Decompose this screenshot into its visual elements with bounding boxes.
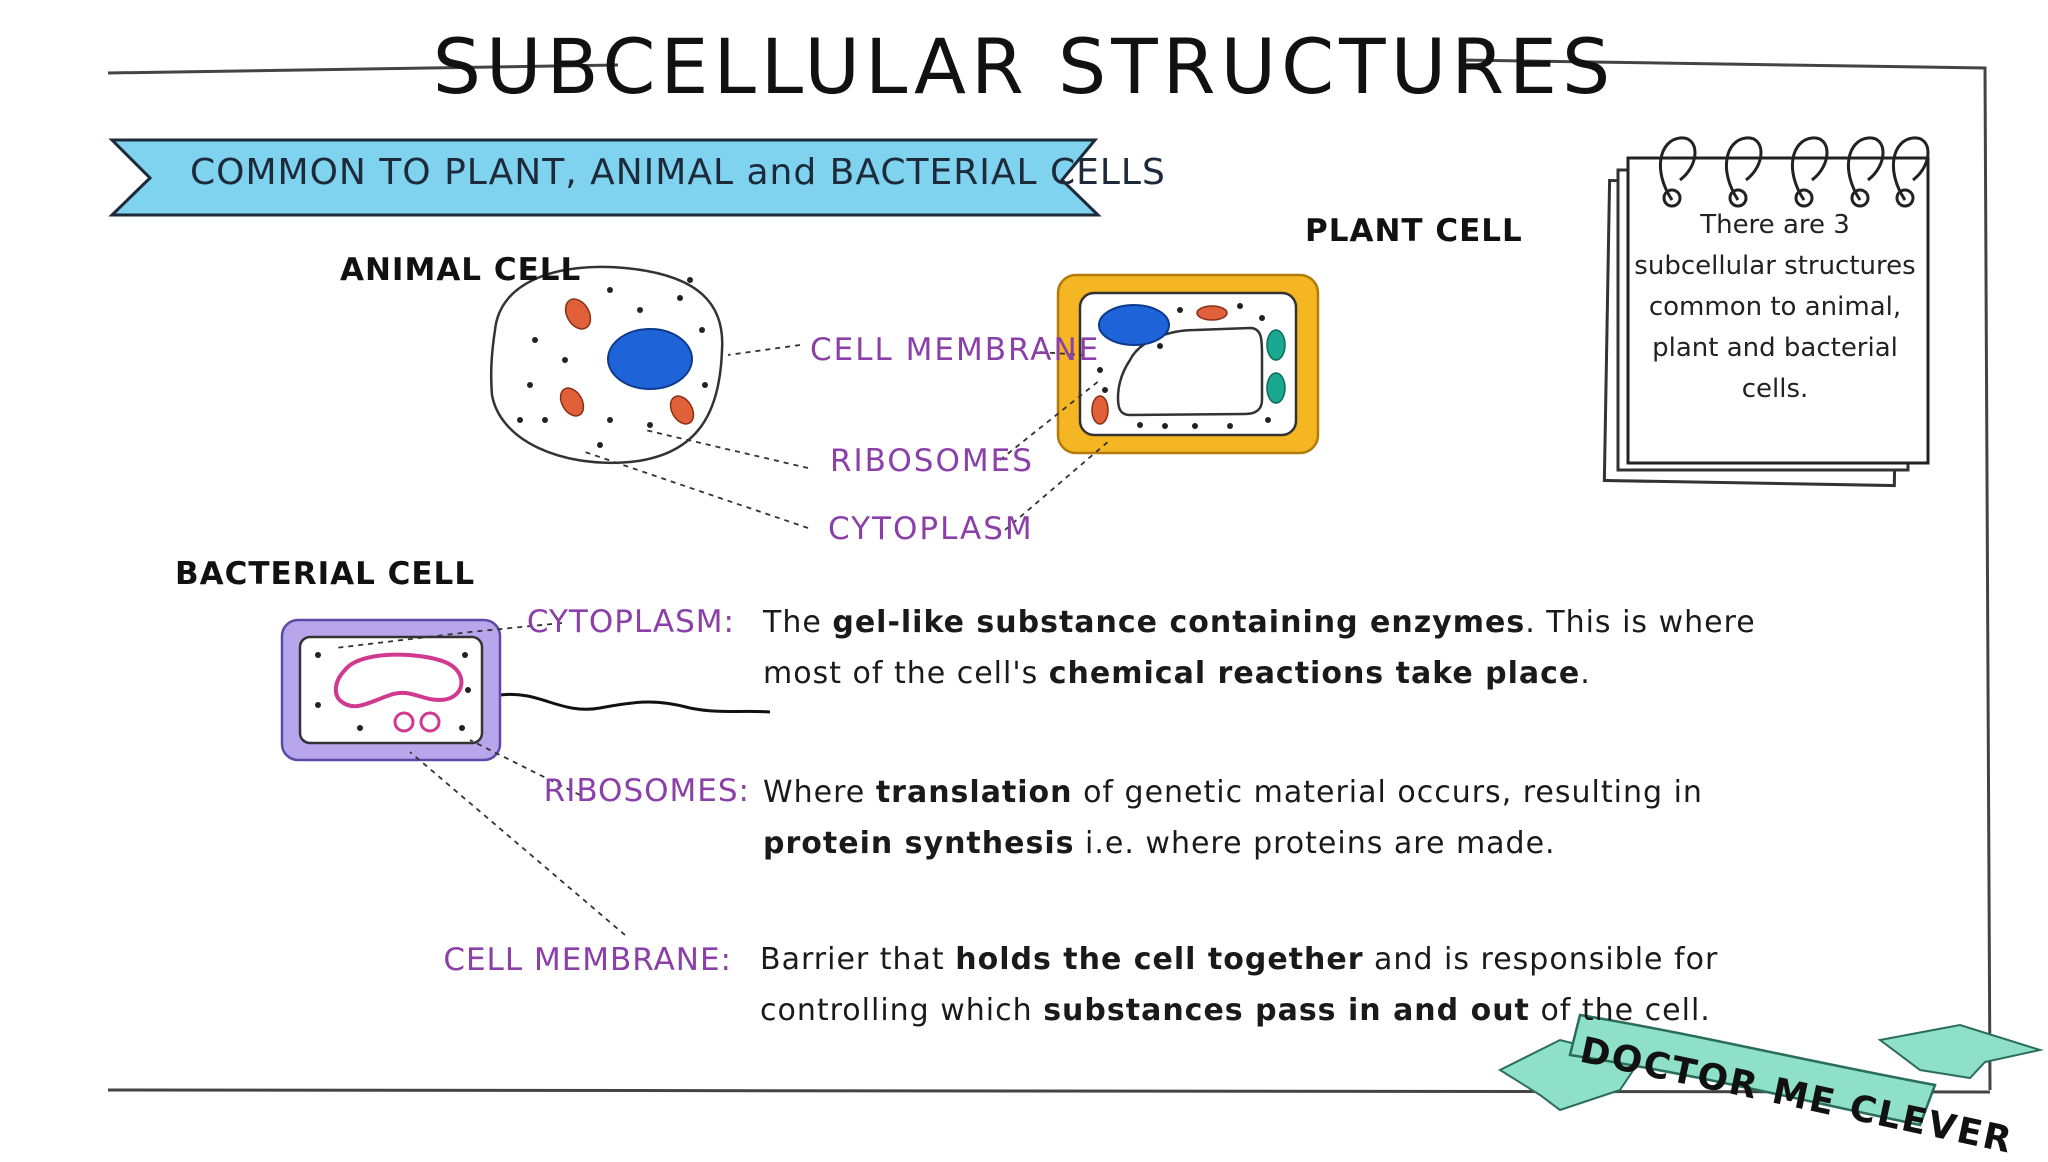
label-cytoplasm: CYTOPLASM [828, 511, 1034, 547]
bacterial-flagellum [500, 694, 770, 712]
bacterial-cell [282, 620, 770, 760]
definition-text-part: Where [763, 775, 876, 810]
definition-text: Barrier that holds the cell together and… [760, 934, 1840, 1036]
definition-text-emphasis: holds the cell together [955, 942, 1363, 977]
plant-nucleus [1099, 305, 1169, 345]
definition-text-emphasis: translation [876, 775, 1073, 810]
definition-text-part: The [763, 605, 832, 640]
plant-chloroplast [1267, 330, 1285, 360]
notepad-text: There are 3 subcellular structures commo… [1630, 205, 1920, 410]
animal-cell [491, 267, 722, 463]
plant-mitochondrion [1092, 396, 1108, 424]
animal-nucleus [608, 329, 692, 389]
definition-term: CELL MEMBRANE: [392, 942, 732, 978]
definition-text-emphasis: gel-like substance containing enzymes [832, 605, 1525, 640]
plant-mitochondrion [1197, 306, 1227, 320]
definition-text-part: i.e. where proteins are made. [1074, 826, 1555, 861]
definition-text-emphasis: substances pass in and out [1043, 993, 1530, 1028]
definition-text-part: . [1580, 656, 1591, 691]
label-cell-membrane: CELL MEMBRANE [810, 332, 1100, 368]
definition-text-emphasis: chemical reactions take place [1049, 656, 1581, 691]
definition-text-emphasis: protein synthesis [763, 826, 1074, 861]
label-ribosomes: RIBOSOMES [830, 443, 1034, 479]
banner-title: COMMON TO PLANT, ANIMAL and BACTERIAL CE… [190, 152, 1166, 193]
definition-term: CYTOPLASM: [395, 604, 735, 640]
plant-chloroplast [1267, 373, 1285, 403]
definition-text-part: of the cell. [1530, 993, 1711, 1028]
plant-cell-title: PLANT CELL [1305, 213, 1523, 249]
bacterial-cell-title: BACTERIAL CELL [175, 556, 475, 592]
definition-text: The gel-like substance containing enzyme… [763, 597, 1843, 699]
definition-text-part: Barrier that [760, 942, 955, 977]
definition-text: Where translation of genetic material oc… [763, 767, 1843, 869]
page-title: SUBCELLULAR STRUCTURES [0, 22, 2048, 111]
animal-cell-title: ANIMAL CELL [340, 252, 581, 288]
definition-text-part: of genetic material occurs, resulting in [1073, 775, 1703, 810]
definition-term: RIBOSOMES: [410, 773, 750, 809]
